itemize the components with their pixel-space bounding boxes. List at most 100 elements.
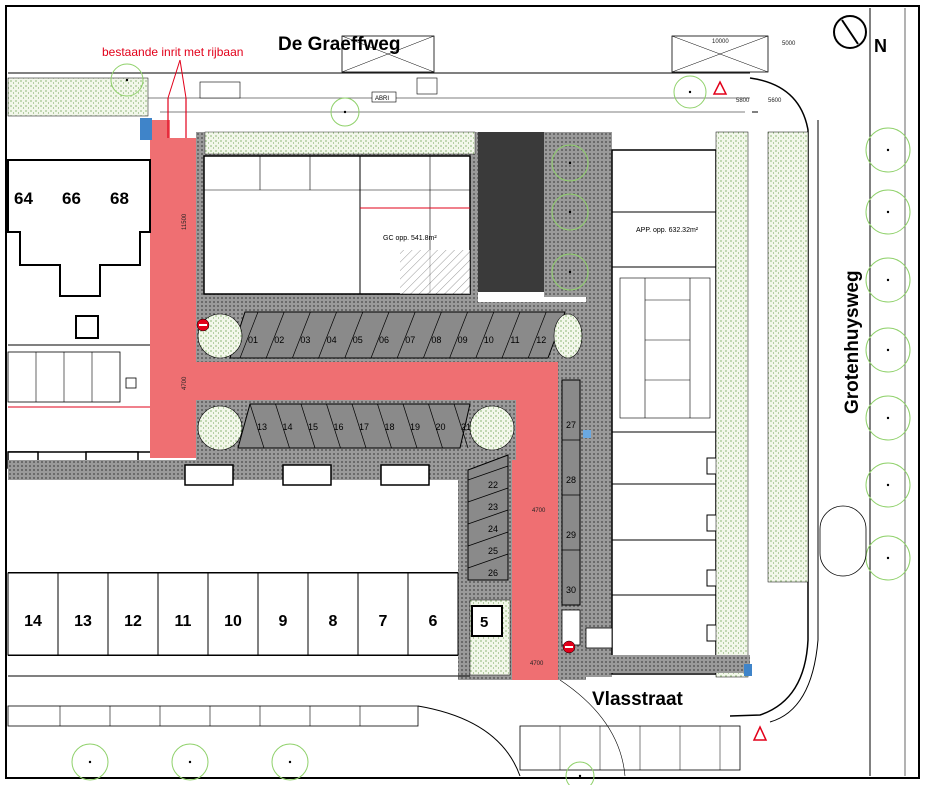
house-south-label: 8 — [329, 613, 338, 630]
parking-slot-label: 26 — [488, 568, 498, 578]
tree — [565, 761, 595, 785]
svg-text:11500: 11500 — [182, 213, 188, 230]
tree — [673, 75, 707, 109]
tree — [271, 743, 309, 781]
parking-divider — [318, 311, 337, 359]
house-south-label: 11 — [175, 613, 192, 630]
house-south-label: 7 — [379, 613, 388, 630]
house-south-label: 10 — [224, 613, 242, 630]
parking-slot-label: 27 — [566, 420, 576, 430]
parking-divider — [467, 531, 509, 547]
parking-divider — [467, 465, 509, 481]
parking-slot-label: 03 — [300, 335, 310, 345]
east-island — [819, 505, 867, 577]
tree — [171, 743, 209, 781]
svg-text:10000: 10000 — [712, 39, 729, 45]
house-south-label: 9 — [279, 613, 288, 630]
parking-divider — [449, 311, 468, 359]
parking-divider — [239, 311, 259, 359]
parking-slot-label: 14 — [282, 422, 292, 432]
parking-divider — [501, 311, 521, 359]
parking-slot-label: 07 — [405, 335, 415, 345]
house-south — [157, 572, 209, 656]
tree — [551, 253, 589, 291]
svg-text:4700: 4700 — [532, 508, 546, 514]
house-south — [207, 572, 259, 656]
svg-text:5800: 5800 — [736, 98, 750, 104]
house-south — [107, 572, 159, 656]
svg-text:5000: 5000 — [782, 41, 796, 47]
parking-slot-label: 13 — [257, 422, 267, 432]
house-south — [307, 572, 359, 656]
parking-slot-label: 15 — [308, 422, 318, 432]
tree-trunk — [568, 161, 572, 165]
parking-divider — [377, 403, 392, 449]
parking-slot-label: 25 — [488, 546, 498, 556]
tree — [110, 63, 144, 97]
tree — [865, 257, 911, 303]
tree — [865, 395, 911, 441]
blue-marker-center — [583, 430, 591, 438]
tree-trunk — [188, 760, 192, 764]
house-5-label: 5 — [480, 614, 488, 631]
tree-trunk — [578, 774, 582, 778]
parking-column-center — [558, 360, 613, 680]
north-arrow: N — [833, 15, 887, 56]
parking-divider — [249, 403, 265, 449]
parking-slot-label: 05 — [353, 335, 363, 345]
parking-slot-label: 01 — [248, 335, 258, 345]
abri-sign: ABRI — [375, 96, 389, 102]
gc-building: GC opp. 541.8m² — [196, 132, 544, 302]
parking-divider — [423, 311, 442, 359]
parking-divider — [402, 403, 418, 449]
parking-row-north — [196, 302, 586, 362]
parking-divider — [467, 487, 509, 503]
parking-divider — [265, 311, 285, 359]
parking-divider — [467, 509, 509, 525]
svg-text:5600: 5600 — [768, 98, 782, 104]
gc-area-label: GC opp. 541.8m² — [383, 235, 437, 242]
parking-slot-label: 12 — [536, 335, 546, 345]
parking-slot-label: 18 — [384, 422, 394, 432]
dimension-labels: 10000 5000 5800 5600 11500 4700 4700 470… — [182, 39, 796, 667]
parking-divider — [428, 403, 443, 449]
house-66-label: 66 — [62, 189, 81, 208]
tree-trunk — [886, 278, 890, 282]
parking-divider — [326, 403, 341, 449]
inrit-annotation: bestaande inrit met rijbaan — [102, 45, 243, 138]
sign-blue-east — [744, 664, 752, 676]
svg-text:4700: 4700 — [182, 376, 188, 390]
street-south-label: Vlasstraat — [592, 689, 684, 710]
house-south — [257, 572, 309, 656]
tree-trunk — [288, 760, 292, 764]
tree-trunk — [886, 348, 890, 352]
parking-slot-label: 23 — [488, 502, 498, 512]
house-68-label: 68 — [110, 189, 129, 208]
parking-divider — [467, 553, 509, 569]
house-south — [407, 572, 459, 656]
sign-blue-nw-2 — [140, 130, 152, 140]
parking-slot-label: 24 — [488, 524, 498, 534]
street-north-label: De Graeffweg — [278, 34, 400, 55]
tree-trunk — [688, 90, 692, 94]
parking-slot-label: 17 — [359, 422, 369, 432]
parking-slot-label: 06 — [379, 335, 389, 345]
parking-divider — [351, 403, 367, 449]
tree — [71, 743, 109, 781]
tree-trunk — [88, 760, 92, 764]
parking-slot-label: 02 — [274, 335, 284, 345]
parking-slot-label: 09 — [458, 335, 468, 345]
tree — [865, 189, 911, 235]
tree — [551, 144, 589, 182]
tree — [865, 462, 911, 508]
tree-trunk — [343, 110, 347, 114]
parking-slot-label: 11 — [510, 335, 519, 345]
parking-slot-label: 20 — [435, 422, 445, 432]
tree-trunk — [568, 270, 572, 274]
parking-slot-label: 19 — [410, 422, 420, 432]
parking-slot-label: 30 — [566, 585, 576, 595]
street-east-label: Grotenhuysweg — [842, 270, 863, 414]
garden-strip-north — [204, 131, 476, 155]
south-road — [7, 655, 750, 777]
annotation-text: bestaande inrit met rijbaan — [102, 45, 243, 59]
